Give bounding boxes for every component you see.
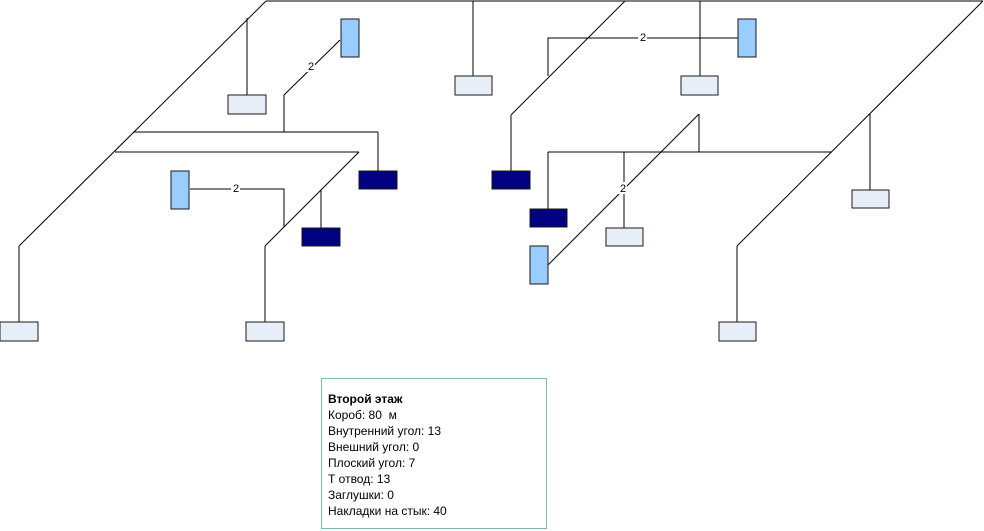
switch-box xyxy=(529,245,549,285)
light-boxes xyxy=(0,75,890,342)
junction-box xyxy=(301,227,341,247)
edge-label-text: 2 xyxy=(233,183,239,195)
outlet-box xyxy=(245,321,285,342)
dark-boxes xyxy=(301,170,568,247)
legend-row: Заглушки: 0 xyxy=(328,488,394,502)
outlet-box xyxy=(454,75,493,96)
duct-line xyxy=(283,39,341,132)
switch-box xyxy=(340,18,360,58)
outlet-box xyxy=(0,321,39,342)
edge-label-text: 2 xyxy=(308,61,314,73)
duct-line xyxy=(264,151,360,247)
duct-line xyxy=(510,0,626,116)
junction-box xyxy=(529,208,568,228)
duct-line xyxy=(547,37,738,76)
outlet-box xyxy=(605,227,644,247)
outlet-box xyxy=(680,75,719,96)
edge-label-text: 2 xyxy=(640,32,646,44)
legend-title: Второй этаж xyxy=(328,392,403,406)
legend-box: Второй этаж Короб: 80 м Внутренний угол:… xyxy=(321,378,547,529)
switch-box xyxy=(737,18,757,58)
outlet-box xyxy=(718,321,757,342)
legend-row: Т отвод: 13 xyxy=(328,472,391,486)
blue-boxes xyxy=(170,18,757,285)
switch-box xyxy=(170,170,190,210)
edge-label-a: 2 xyxy=(306,60,315,73)
duct-line xyxy=(18,0,267,247)
edge-label-text: 2 xyxy=(620,183,626,195)
junction-box xyxy=(358,170,398,190)
duct-lines xyxy=(18,0,984,322)
outlet-box xyxy=(851,189,890,209)
legend-row: Плоский угол: 7 xyxy=(328,456,416,470)
outlet-box xyxy=(227,94,267,115)
legend-row: Накладки на стык: 40 xyxy=(328,504,447,518)
duct-line xyxy=(736,0,984,247)
duct-line xyxy=(190,188,285,227)
legend-row: Внутренний угол: 13 xyxy=(328,424,442,438)
edge-label-b: 2 xyxy=(638,32,647,44)
junction-box xyxy=(491,170,531,190)
edge-label-c: 2 xyxy=(231,183,240,195)
legend-row: Внешний угол: 0 xyxy=(328,440,420,454)
edge-label-d: 2 xyxy=(618,182,627,195)
legend-row: Короб: 80 м xyxy=(328,408,397,422)
